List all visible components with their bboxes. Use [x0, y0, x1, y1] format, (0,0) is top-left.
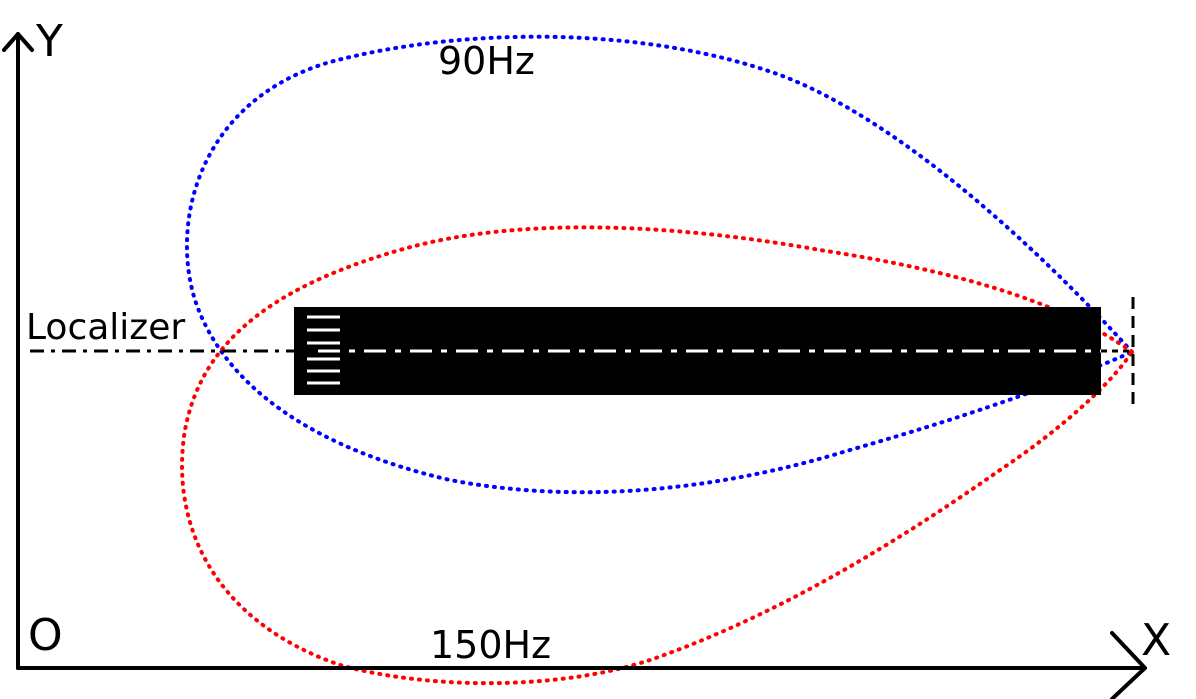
lobe-90hz	[184, 34, 1136, 495]
lobe-150hz	[180, 225, 1135, 686]
origin-label: O	[28, 610, 63, 661]
runway-threshold-markings	[307, 315, 340, 385]
axes	[2, 32, 1147, 699]
lobe-90hz-label: 90Hz	[438, 39, 535, 83]
y-axis-arrowhead	[2, 32, 34, 52]
y-axis-label: Y	[35, 16, 63, 67]
localizer-label: Localizer	[26, 307, 185, 348]
x-axis-arrowhead	[1110, 631, 1147, 699]
x-axis-label: X	[1141, 615, 1171, 666]
lobe-150hz-label: 150Hz	[430, 623, 551, 667]
